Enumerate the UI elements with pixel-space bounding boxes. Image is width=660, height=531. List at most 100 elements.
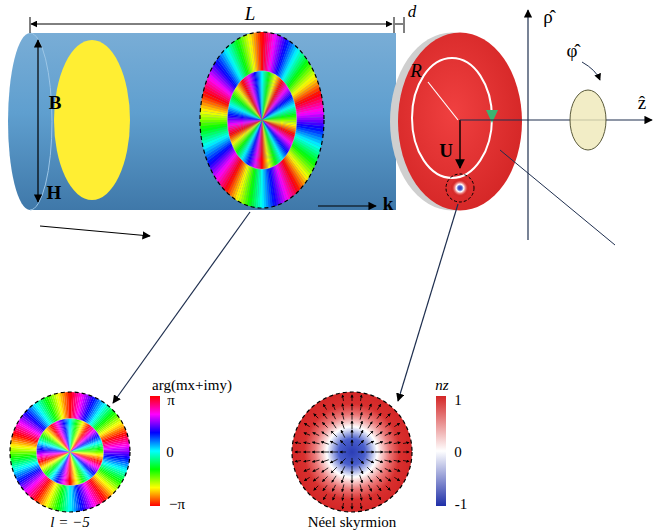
spin-arrow: [340, 458, 345, 463]
phase-wedge: [262, 106, 296, 120]
dashed-outline: [200, 32, 324, 208]
spin-arrow: [360, 475, 363, 483]
phase-wedge: [36, 452, 70, 454]
phase-colorbar: [150, 396, 160, 506]
phase-wedge: [37, 452, 70, 458]
spin-arrow: [376, 432, 382, 436]
small-skyrmion-outline: [446, 174, 474, 202]
phase-wedge: [297, 117, 324, 120]
phase-wedge: [36, 452, 70, 456]
spin-arrow: [385, 432, 391, 435]
phase-wedge: [70, 451, 104, 452]
spin-arrow: [360, 503, 362, 509]
tick-label: −π: [169, 497, 185, 512]
phase-wedge: [37, 452, 70, 459]
spin-arrow: [376, 422, 381, 427]
spin-arrow: [322, 422, 327, 427]
phase-wedge: [70, 486, 72, 512]
spin-arrow: [368, 422, 372, 428]
spin-arrow: [360, 421, 363, 429]
spin-arrow: [369, 404, 371, 410]
phase-wedge: [262, 120, 263, 169]
phase-wedge: [262, 110, 296, 120]
spin-arrow: [394, 423, 399, 426]
thickness-dimension: [395, 24, 403, 25]
phase-wedge: [262, 111, 296, 120]
phase-wedge: [262, 108, 296, 120]
spin-arrow: [368, 485, 371, 491]
phase-wedge: [70, 445, 103, 452]
spin-arrow: [340, 452, 346, 453]
phase-wedge: [262, 118, 297, 120]
spin-arrow: [359, 466, 363, 473]
spin-arrow: [352, 466, 353, 474]
spin-arrow: [330, 441, 337, 445]
spin-arrow: [360, 404, 361, 411]
phase-wedge: [62, 419, 70, 452]
phase-wedge: [262, 120, 267, 169]
spin-arrow: [360, 494, 361, 501]
spin-arrow: [384, 442, 391, 444]
inset-caption: Néel skyrmion: [308, 515, 397, 530]
axis-label: ρ̂: [543, 7, 552, 26]
phase-wedge: [37, 452, 70, 460]
spin-arrow: [394, 442, 401, 443]
phase-wedge: [70, 452, 71, 486]
spin-arrow: [333, 494, 335, 500]
phase-wedge: [262, 117, 297, 120]
spin-arrow: [331, 431, 337, 437]
spin-arrow: [386, 486, 390, 490]
phase-wedge: [70, 452, 77, 485]
phase-wedge: [228, 120, 262, 132]
cylinder-body: [8, 33, 396, 210]
phase-wedge: [228, 120, 262, 129]
spin-arrow: [332, 476, 336, 482]
phase-wedge: [70, 447, 103, 452]
spin-arrow: [352, 458, 353, 464]
spin-arrow: [403, 452, 409, 453]
spin-arrow: [304, 469, 310, 471]
length-label: L: [245, 4, 256, 23]
phi-arrow: [582, 62, 600, 80]
inset-pointer: [113, 212, 250, 403]
phase-wedge: [70, 452, 72, 486]
phase-wedge: [228, 120, 262, 130]
spin-arrow: [330, 452, 338, 453]
dashed-outline: [10, 392, 130, 512]
spin-arrow: [322, 432, 328, 436]
spin-arrow: [304, 442, 311, 443]
spin-arrow: [386, 414, 390, 418]
diameter-arrow: [37, 40, 38, 202]
phase-wedge: [64, 419, 70, 452]
spin-arrow: [341, 430, 345, 437]
axis-label: φ̂: [567, 41, 578, 60]
spin-arrow: [366, 441, 373, 445]
dimension-tick: [30, 17, 31, 33]
phase-wedge: [37, 452, 70, 457]
spin-arrow: [332, 485, 335, 491]
spin-arrow: [304, 452, 311, 453]
loop-arrowhead: [486, 110, 498, 123]
skyrmion-inset: [292, 392, 412, 512]
phase-wedge: [262, 169, 264, 208]
spin-arrow: [332, 413, 335, 419]
yellow-section: [54, 40, 130, 200]
dimension-tick: [404, 17, 405, 33]
spin-arrow: [330, 459, 337, 463]
spin-arrow: [385, 423, 390, 427]
spin-arrow: [295, 442, 301, 444]
phase-wedge: [104, 450, 130, 452]
phase-wedge: [66, 418, 70, 452]
phase-wedge: [262, 120, 266, 169]
spin-arrow: [352, 395, 353, 401]
phase-wedge: [258, 71, 262, 120]
inset-pointer: [398, 204, 458, 401]
colorbar-title: arg(mx+imy): [152, 378, 232, 393]
frame-line: [500, 150, 615, 245]
spin-arrows: [295, 395, 409, 509]
z-axis: [460, 119, 652, 120]
tick-label: 1: [454, 393, 462, 408]
spin-arrow: [322, 476, 327, 481]
phase-wedge: [257, 71, 262, 120]
